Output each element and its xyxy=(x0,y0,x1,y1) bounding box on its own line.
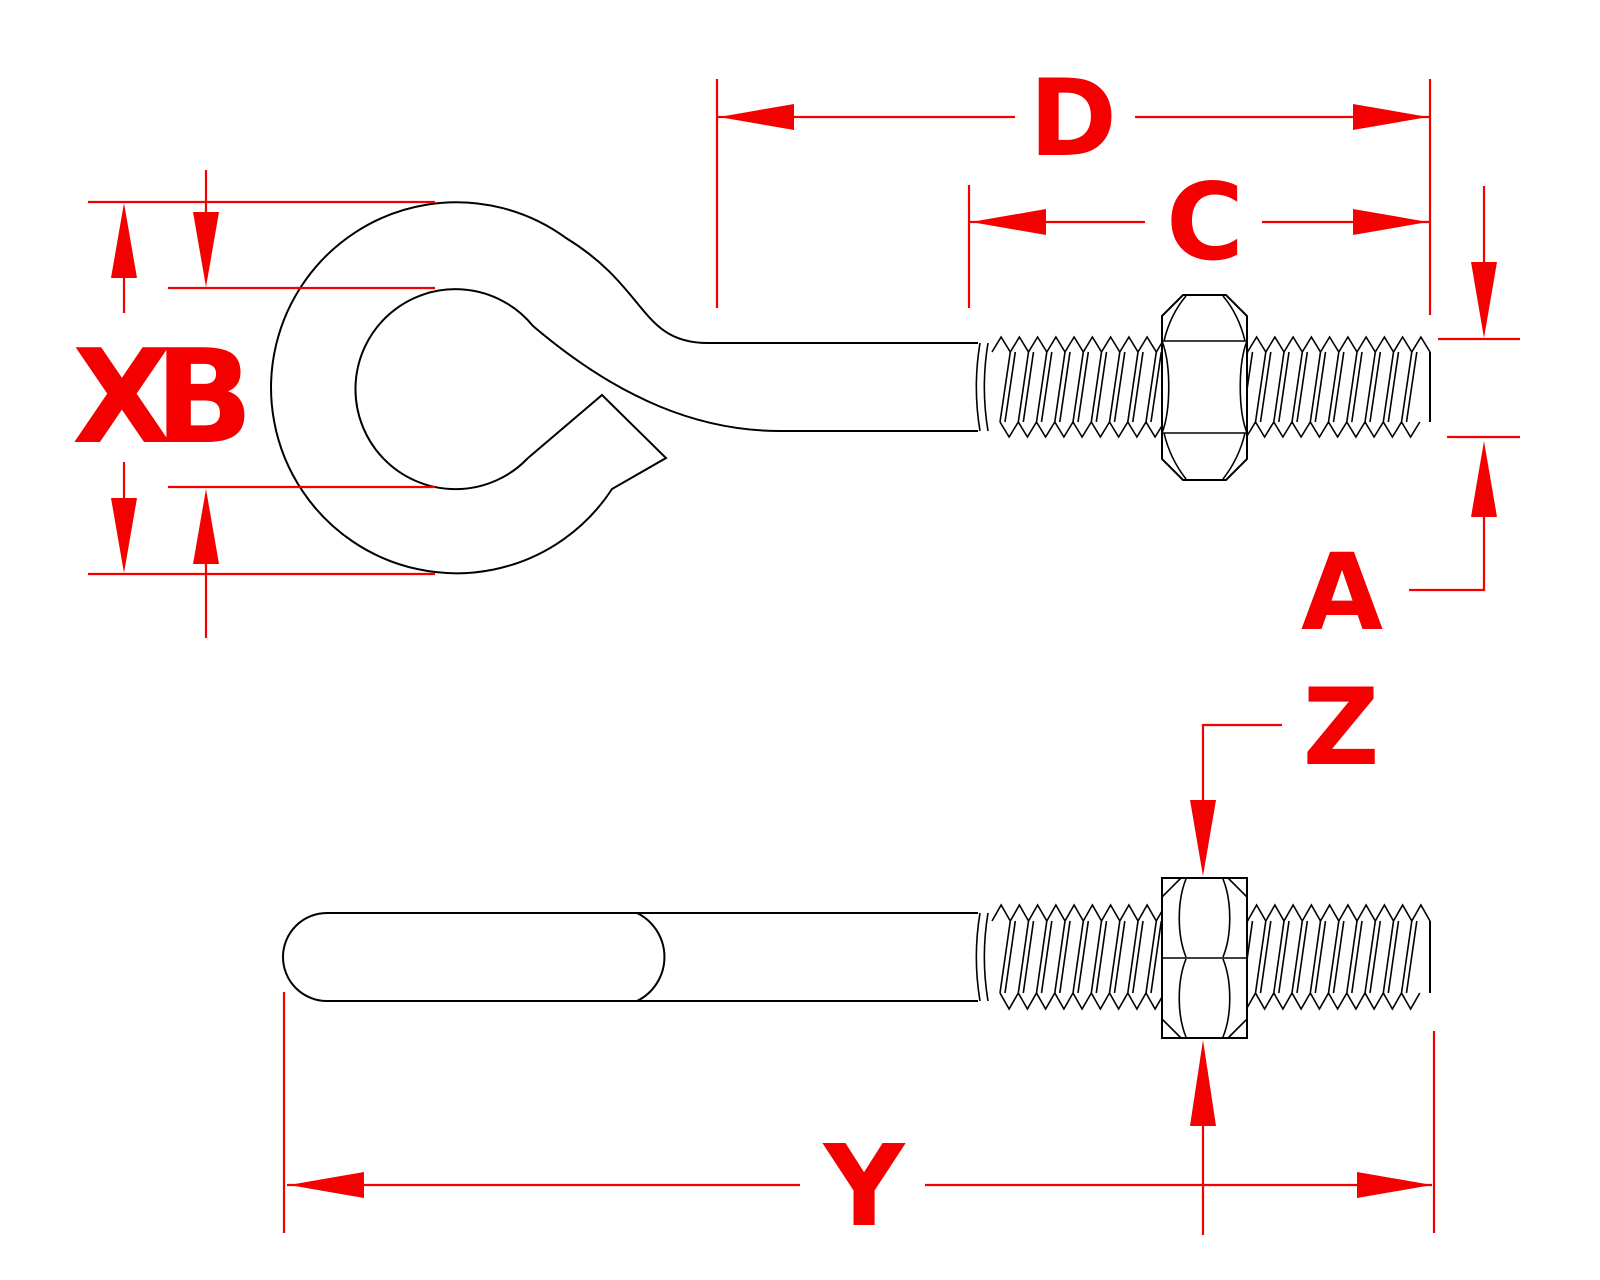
arrowhead-right-icon xyxy=(1353,209,1428,235)
arrowhead-up-icon xyxy=(111,203,137,278)
arrowhead-left-icon xyxy=(971,209,1046,235)
dim-label-c: C xyxy=(1166,161,1244,284)
dimension-C xyxy=(967,185,1430,308)
dim-label-d: D xyxy=(1029,57,1117,180)
arrowhead-right-icon xyxy=(1353,104,1428,130)
eye-bolt-top-view xyxy=(270,201,1431,575)
dim-label-y: Y xyxy=(821,1122,906,1252)
arrowhead-down-icon xyxy=(1471,262,1497,338)
thread-runout-side-view xyxy=(975,912,989,1002)
dimension-Y xyxy=(282,992,1436,1233)
arrowhead-up-icon xyxy=(193,489,219,564)
eye-outer-outline xyxy=(270,201,978,575)
dimension-Z xyxy=(1190,723,1282,1235)
dimension-A xyxy=(1409,186,1520,592)
eye-inner-outline xyxy=(354,288,978,491)
arrowhead-right-icon xyxy=(1357,1172,1432,1198)
rod-outline xyxy=(282,912,978,1002)
eye-end-arc xyxy=(636,912,666,1002)
hex-nut-top-view xyxy=(1161,294,1248,481)
arrowhead-down-icon xyxy=(111,498,137,573)
arrowhead-down-icon xyxy=(193,212,219,287)
dim-label-a: A xyxy=(1301,531,1383,654)
arrowhead-left-icon xyxy=(289,1172,364,1198)
dimension-X xyxy=(88,200,435,576)
arrowhead-down-icon xyxy=(1190,800,1216,876)
arrowhead-left-icon xyxy=(719,104,794,130)
hex-nut-facet-lines-side xyxy=(1161,877,1248,1039)
dim-label-x: X xyxy=(72,321,172,473)
dimension-D xyxy=(715,79,1432,315)
arrowhead-up-icon xyxy=(1471,441,1497,517)
dim-label-z: Z xyxy=(1303,666,1380,789)
eye-bolt-side-view xyxy=(282,877,1431,1039)
hex-nut-facet-lines xyxy=(1161,295,1248,480)
arrowhead-up-icon xyxy=(1190,1040,1216,1126)
hex-nut-side-view xyxy=(1161,877,1248,1039)
hex-nut-outline xyxy=(1161,294,1248,481)
dim-label-b: B xyxy=(154,321,253,473)
dimension-B xyxy=(168,170,435,638)
thread-runout-top-view xyxy=(975,342,989,432)
